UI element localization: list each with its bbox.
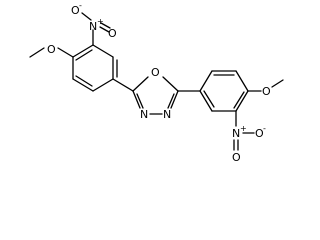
bond bbox=[75, 75, 93, 87]
atom-n-nitro-right: N bbox=[232, 127, 240, 140]
bond bbox=[75, 49, 93, 61]
bond bbox=[72, 44, 94, 58]
bond bbox=[72, 78, 94, 92]
bond bbox=[100, 22, 111, 29]
bond bbox=[57, 47, 74, 58]
left-benzene-ring bbox=[72, 44, 118, 92]
bond bbox=[132, 90, 141, 109]
atom-o-methoxy-right: O bbox=[262, 85, 271, 98]
bond bbox=[235, 90, 249, 112]
bond bbox=[162, 76, 179, 92]
bond bbox=[235, 70, 249, 92]
atom-o-nitro-right-bottom: O bbox=[232, 151, 241, 164]
bond bbox=[99, 26, 110, 33]
right-benzene-ring bbox=[199, 70, 249, 112]
atom-o-nitro-left-top: O bbox=[71, 4, 80, 17]
bond bbox=[199, 90, 213, 112]
charge-n-nitro-left: + bbox=[97, 17, 104, 26]
atom-n-oxadiazole-left: N bbox=[140, 108, 148, 121]
bond bbox=[92, 44, 114, 58]
bond bbox=[81, 12, 92, 21]
bond bbox=[271, 79, 284, 88]
bond bbox=[136, 93, 144, 109]
bond bbox=[199, 70, 213, 92]
charge-o-nitro-left: - bbox=[79, 1, 82, 10]
charge-o-nitro-right: - bbox=[263, 124, 266, 133]
molecule-structure: O N + O - O O N N O N + O bbox=[29, 1, 284, 164]
bond bbox=[132, 76, 149, 92]
atom-n-nitro-left: N bbox=[89, 20, 97, 33]
bond bbox=[92, 78, 114, 92]
bond bbox=[203, 90, 215, 108]
atom-o-oxadiazole: O bbox=[151, 66, 160, 79]
bond bbox=[170, 90, 179, 109]
atom-n-oxadiazole-right: N bbox=[163, 108, 171, 121]
bond bbox=[167, 93, 175, 109]
bond bbox=[233, 91, 245, 109]
atom-o-nitro-right-right: O bbox=[255, 127, 264, 140]
charge-n-nitro-right: + bbox=[240, 124, 247, 133]
atom-o-nitro-left-right: O bbox=[108, 27, 117, 40]
oxadiazole-ring bbox=[132, 76, 179, 115]
bond bbox=[29, 47, 45, 58]
bond bbox=[112, 78, 134, 92]
atom-o-methoxy-left: O bbox=[47, 43, 56, 56]
